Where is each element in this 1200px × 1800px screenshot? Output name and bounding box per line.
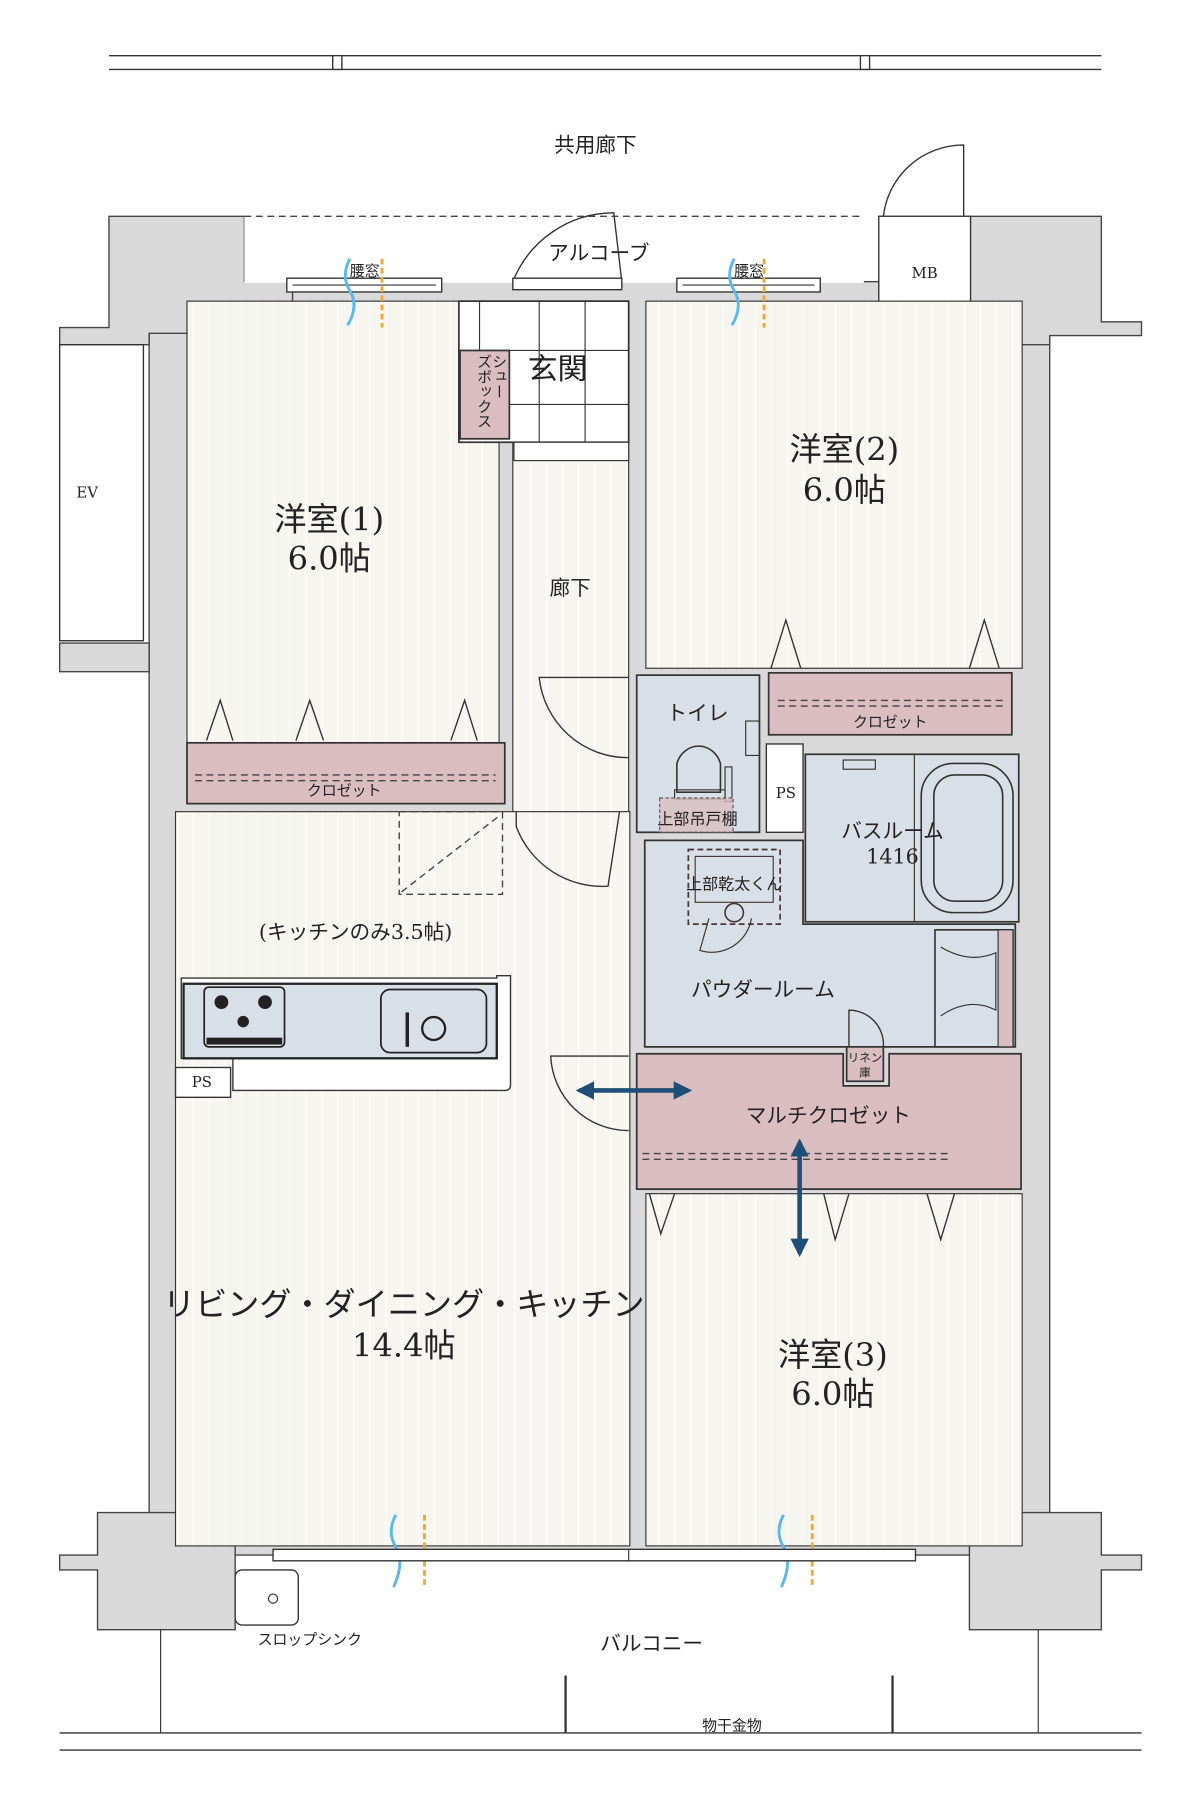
- room2-name: 洋室(2): [790, 431, 900, 469]
- linen-door-swing[interactable]: [848, 1009, 885, 1047]
- ps-kitchen-label: PS: [192, 1073, 212, 1091]
- linen-label-1: リネン: [848, 1051, 882, 1065]
- alcove-label: アルコーブ: [548, 241, 649, 265]
- mb-label: MB: [912, 264, 938, 282]
- closet-2-label: クロゼット: [853, 713, 928, 731]
- toilet-label: トイレ: [667, 701, 729, 725]
- room1-size: 6.0帖: [288, 540, 371, 578]
- common-corridor-label: 共用廊下: [554, 133, 637, 157]
- ps-bath-label: PS: [776, 784, 796, 802]
- balcony-sliding-windows[interactable]: [272, 1548, 917, 1562]
- dryer-label: 上部乾太くん: [686, 875, 782, 894]
- ev-label: EV: [76, 483, 98, 501]
- pipe-space-kitchen: [174, 1066, 232, 1099]
- kitchen-counter: [174, 975, 512, 1099]
- shoe-box[interactable]: [459, 349, 511, 440]
- ldk-door[interactable]: [515, 811, 621, 888]
- entrance-label: 玄関: [528, 352, 588, 387]
- balcony-label: バルコニー: [600, 1631, 703, 1655]
- multi-closet-label: マルチクロゼット: [746, 1104, 911, 1128]
- ldk-size: 14.4帖: [352, 1327, 456, 1365]
- multi-closet-door[interactable]: [549, 1055, 629, 1132]
- toilet-cabinet-label: 上部吊戸棚: [657, 809, 737, 828]
- shoe-box-label-1: シュー: [490, 354, 508, 399]
- toilet-upper-cabinet: [659, 797, 734, 833]
- closet-1-label: クロゼット: [307, 782, 382, 800]
- drying-hardware-label: 物干金物: [702, 1717, 762, 1735]
- waist-window-1-label: 腰窓: [350, 262, 380, 280]
- room2-side-door[interactable]: [538, 676, 629, 759]
- room-1: [186, 300, 500, 744]
- toilet-fixture: [673, 720, 761, 802]
- balcony-area: [59, 1569, 1142, 1751]
- closet-room-2[interactable]: [767, 617, 1013, 736]
- kitchen-note: (キッチンのみ3.5帖): [259, 920, 452, 944]
- waist-window-2-label: 腰窓: [734, 262, 764, 280]
- waist-window-2[interactable]: [676, 277, 821, 293]
- vanity: [934, 929, 1014, 1048]
- powder-room: [643, 839, 1017, 1048]
- bathroom-size: 1416: [866, 844, 919, 868]
- linen-label-2: 庫: [859, 1066, 870, 1080]
- mb-door-swing[interactable]: [882, 144, 965, 217]
- waist-window-1[interactable]: [286, 277, 443, 293]
- room3-size: 6.0帖: [791, 1375, 874, 1413]
- powder-room-label: パウダールーム: [691, 977, 835, 1001]
- ldk-name: リビング・ダイニング・キッチン: [163, 1285, 645, 1323]
- hallway-label: 廊下: [550, 576, 591, 600]
- closet-room-1[interactable]: [186, 698, 506, 805]
- entrance-door-swing[interactable]: [512, 212, 623, 282]
- multi-closet[interactable]: [635, 1052, 1022, 1243]
- entrance-door[interactable]: [512, 277, 623, 291]
- alcove-area: [244, 216, 864, 283]
- bathroom-name: バスルーム: [841, 819, 944, 843]
- room-3: [645, 1193, 1023, 1547]
- ventilation-icon: [343, 258, 814, 1588]
- room3-name: 洋室(3): [778, 1336, 888, 1374]
- room2-size: 6.0帖: [803, 471, 886, 509]
- washing-machine-dryer: [687, 848, 781, 953]
- corridor-rail: [108, 54, 1102, 71]
- storage-outline: [398, 810, 504, 895]
- pipe-space-bath: [765, 743, 804, 834]
- slop-sink-label: スロップシンク: [258, 1631, 362, 1649]
- linen-closet[interactable]: [845, 1045, 885, 1083]
- room1-name: 洋室(1): [274, 501, 384, 539]
- ldk-area: [174, 811, 631, 1547]
- shoe-box-label-2: ズボックス: [475, 354, 493, 429]
- elevator-shaft: [58, 344, 145, 642]
- slop-sink: [234, 1569, 299, 1626]
- bathtub: [842, 754, 1014, 922]
- bathroom: [804, 753, 1020, 923]
- room-2: [645, 300, 1023, 669]
